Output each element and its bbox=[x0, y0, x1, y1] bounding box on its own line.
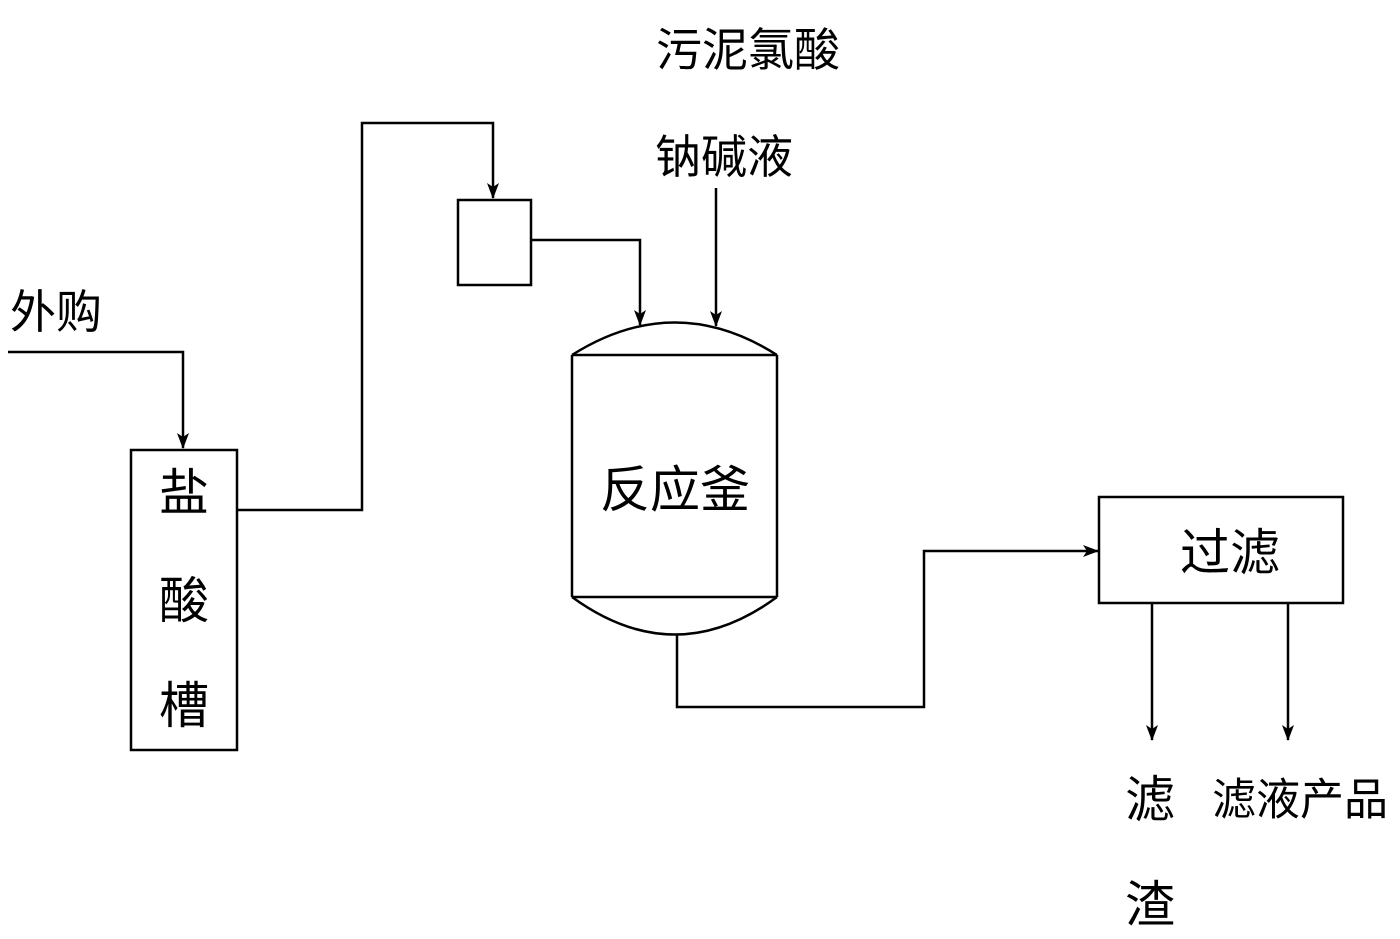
filter-box bbox=[1097, 495, 1345, 605]
reactor: 反应釜 bbox=[570, 321, 779, 636]
filtrate-product-label: 滤液产品 bbox=[1212, 775, 1388, 826]
hcl-to-head-tank-line bbox=[237, 121, 499, 512]
filter-label: 过滤 bbox=[1180, 524, 1280, 582]
head-tank-to-reactor-line bbox=[531, 238, 646, 326]
hcl-tank-label-char-1: 盐 bbox=[159, 464, 209, 522]
reactor-to-filter-line bbox=[675, 545, 1099, 709]
sludge-feed-label-line1: 污泥氯酸 bbox=[656, 23, 840, 77]
hcl-tank-label-char-2: 酸 bbox=[159, 572, 209, 630]
hcl-tank: 盐 酸 槽 bbox=[129, 448, 239, 752]
hcl-tank-label-char-3: 槽 bbox=[159, 677, 209, 735]
purchase-label: 外购 bbox=[10, 285, 102, 339]
reactor-top-dome bbox=[571, 321, 778, 357]
purchase-feed-line bbox=[8, 350, 189, 449]
filter: 过滤 bbox=[1097, 495, 1345, 605]
head-tank-box bbox=[456, 198, 533, 287]
reactor-label: 反应釜 bbox=[600, 461, 750, 519]
reactor-bottom-dome bbox=[571, 595, 778, 636]
filter-residue-label-char-2: 渣 bbox=[1125, 876, 1175, 934]
filter-residue-label-char-1: 滤 bbox=[1125, 771, 1175, 829]
hcl-tank-box bbox=[129, 448, 239, 752]
sludge-feed-label-line2: 钠碱液 bbox=[655, 130, 793, 184]
